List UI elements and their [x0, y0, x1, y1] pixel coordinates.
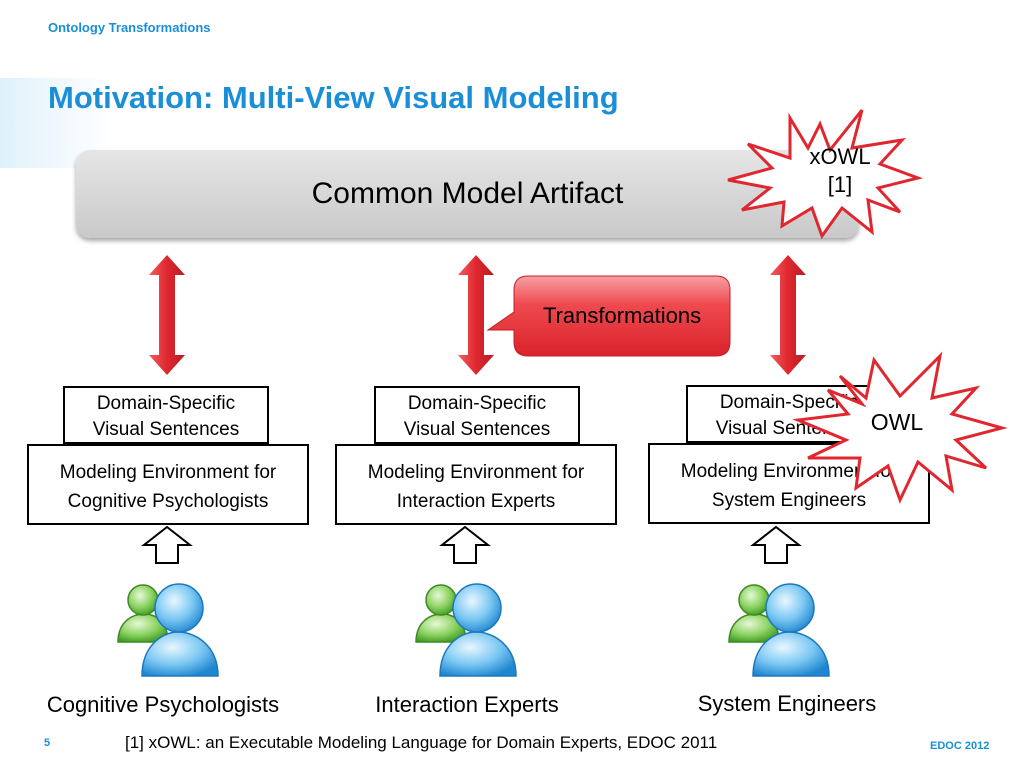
up-arrow-icon — [750, 525, 802, 564]
xowl-label-line2: [1] — [827, 172, 853, 197]
environment-line2: Interaction Experts — [396, 491, 556, 512]
environment-line1: Modeling Environment for — [59, 462, 277, 483]
user-group-icon — [728, 583, 830, 677]
common-model-artifact-label: Common Model Artifact — [311, 177, 624, 210]
slide-title: Motivation: Multi-View Visual Modeling — [48, 80, 619, 115]
up-arrow-icon — [141, 525, 193, 564]
xowl-label: xOWL [1] — [790, 143, 890, 199]
user-group-label-cognitive: Cognitive Psychologists — [46, 692, 280, 717]
page-number: 5 — [44, 737, 51, 749]
environment-line1: Modeling Environment for — [367, 462, 585, 483]
modeling-environment-box-interaction: Modeling Environment for Interaction Exp… — [335, 444, 617, 525]
modeling-environment-box-cognitive: Modeling Environment for Cognitive Psych… — [27, 444, 309, 525]
environment-line1: Modeling Environment for — [680, 461, 898, 482]
transformations-callout — [486, 275, 731, 357]
visual-sentences-line1: Domain-Specific — [96, 393, 236, 414]
user-group-label-interaction: Interaction Experts — [375, 692, 559, 717]
user-group-icon — [117, 583, 219, 677]
double-arrow-icon — [149, 255, 185, 375]
owl-label: OWL — [870, 409, 924, 435]
common-model-artifact-box — [76, 150, 859, 238]
double-arrow-icon — [458, 255, 494, 375]
xowl-starburst-shape — [727, 109, 924, 240]
user-group-icon — [415, 583, 517, 677]
xowl-label-line1: xOWL — [809, 144, 871, 169]
visual-sentences-line2: Visual Sentences — [403, 419, 551, 440]
environment-line2: Cognitive Psychologists — [67, 491, 269, 512]
user-group-label-system: System Engineers — [697, 691, 877, 716]
double-arrow-icon — [770, 255, 806, 375]
footnote: [1] xOWL: an Executable Modeling Languag… — [125, 733, 718, 752]
section-label: Ontology Transformations — [48, 20, 211, 35]
up-arrow-icon — [439, 525, 491, 564]
visual-sentences-line1: Domain-Specific — [407, 393, 547, 414]
transformations-label: Transformations — [542, 303, 702, 328]
visual-sentences-box-cognitive: Domain-Specific Visual Sentences — [63, 386, 269, 444]
conference-label: EDOC 2012 — [930, 740, 990, 752]
environment-line2: System Engineers — [711, 490, 867, 511]
modeling-environment-box-system: Modeling Environment for System Engineer… — [648, 443, 930, 524]
visual-sentences-box-interaction: Domain-Specific Visual Sentences — [374, 386, 580, 444]
visual-sentences-line2: Visual Sentences — [92, 419, 240, 440]
